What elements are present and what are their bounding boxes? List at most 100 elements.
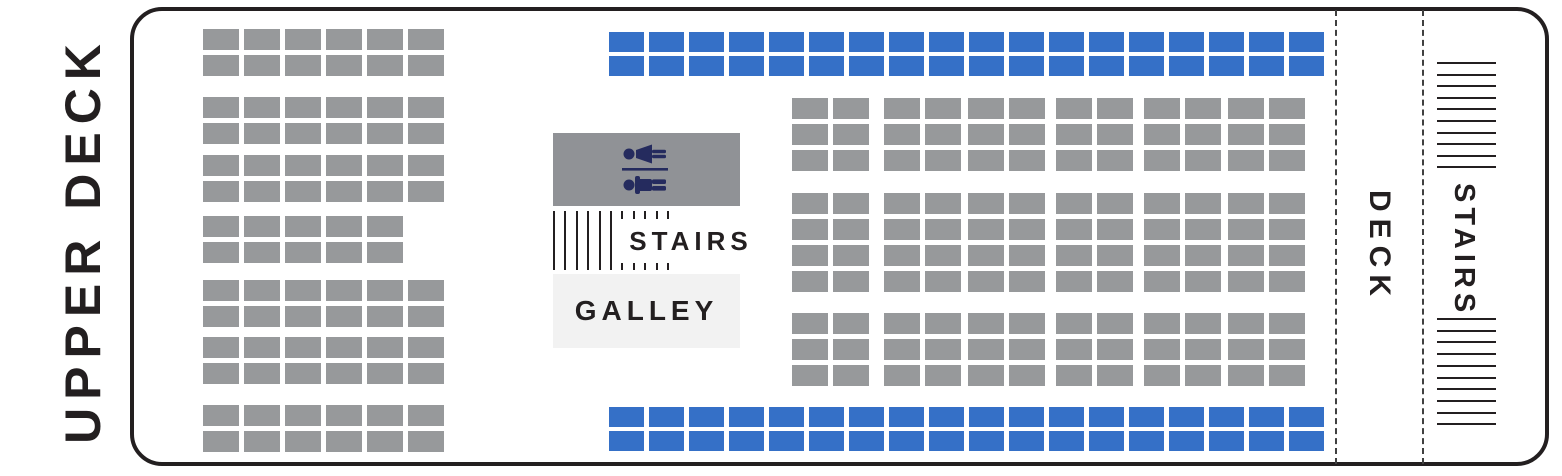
seat — [326, 363, 362, 384]
seat — [367, 29, 403, 50]
seat — [969, 407, 1004, 427]
seat — [729, 56, 764, 76]
seat — [326, 280, 362, 301]
seat — [1144, 365, 1180, 386]
seat — [1009, 124, 1045, 145]
seat — [1097, 150, 1133, 171]
seat — [1269, 313, 1305, 334]
seat — [326, 181, 362, 202]
seat — [203, 55, 239, 76]
seat — [367, 431, 403, 452]
seat — [609, 32, 644, 52]
seat — [1056, 193, 1092, 214]
seat — [925, 219, 961, 240]
seat — [1289, 32, 1324, 52]
seat — [1056, 365, 1092, 386]
hatch-line — [575, 211, 578, 270]
seat — [203, 29, 239, 50]
restroom-box — [553, 133, 740, 206]
seat — [1097, 365, 1133, 386]
seat — [285, 181, 321, 202]
seat — [849, 407, 884, 427]
hatch-line — [1437, 388, 1496, 391]
male-figure-icon — [623, 176, 666, 194]
seat — [203, 337, 239, 358]
seat — [244, 337, 280, 358]
seat — [326, 155, 362, 176]
seat — [689, 407, 724, 427]
seat — [203, 242, 239, 263]
seat — [1056, 219, 1092, 240]
seat — [833, 193, 869, 214]
seat — [244, 431, 280, 452]
seat — [1269, 124, 1305, 145]
seat — [1144, 98, 1180, 119]
hatch-line — [1437, 329, 1496, 332]
seat — [929, 32, 964, 52]
seat — [285, 155, 321, 176]
seat — [1009, 313, 1045, 334]
seat — [1009, 219, 1045, 240]
seat — [244, 216, 280, 237]
seat — [367, 155, 403, 176]
hatch-line — [1437, 143, 1496, 146]
seat — [1249, 431, 1284, 451]
stairs-section-dashed-divider — [1422, 10, 1424, 464]
seat — [367, 216, 403, 237]
seat — [203, 123, 239, 144]
seat — [769, 32, 804, 52]
seat — [925, 193, 961, 214]
seat — [1289, 407, 1324, 427]
seat — [1056, 313, 1092, 334]
seat — [367, 97, 403, 118]
seat — [203, 216, 239, 237]
seat — [1009, 407, 1044, 427]
seat — [285, 306, 321, 327]
seat — [1129, 56, 1164, 76]
seat — [792, 365, 828, 386]
seat — [769, 56, 804, 76]
seat — [1269, 245, 1305, 266]
seat — [1289, 56, 1324, 76]
seat — [326, 216, 362, 237]
seat — [326, 29, 362, 50]
seat — [833, 219, 869, 240]
seat — [1228, 124, 1264, 145]
seat — [889, 431, 924, 451]
seat — [1185, 339, 1221, 360]
seat — [408, 431, 444, 452]
seat — [285, 431, 321, 452]
hatch-line — [564, 211, 567, 270]
seat — [968, 150, 1004, 171]
seat — [1249, 32, 1284, 52]
seat — [244, 29, 280, 50]
seat — [792, 313, 828, 334]
hatch-line — [1437, 131, 1496, 134]
seat — [1185, 124, 1221, 145]
right-stairs-label: STAIRS — [1448, 183, 1480, 318]
seat — [849, 431, 884, 451]
seat — [849, 56, 884, 76]
seat — [884, 98, 920, 119]
hatch-line — [1437, 364, 1496, 367]
seat — [1049, 56, 1084, 76]
seat — [833, 98, 869, 119]
seat — [729, 431, 764, 451]
seat — [609, 431, 644, 451]
seat — [1144, 219, 1180, 240]
seat — [1009, 193, 1045, 214]
seat — [326, 405, 362, 426]
seat — [925, 245, 961, 266]
seat — [1185, 150, 1221, 171]
hatch-line — [587, 211, 590, 270]
seat — [968, 98, 1004, 119]
hatch-line — [1437, 411, 1496, 414]
seat — [326, 55, 362, 76]
seat — [367, 306, 403, 327]
seat — [1249, 56, 1284, 76]
seat — [833, 124, 869, 145]
seat — [968, 365, 1004, 386]
seat — [769, 431, 804, 451]
seat — [1185, 245, 1221, 266]
seat — [1209, 56, 1244, 76]
